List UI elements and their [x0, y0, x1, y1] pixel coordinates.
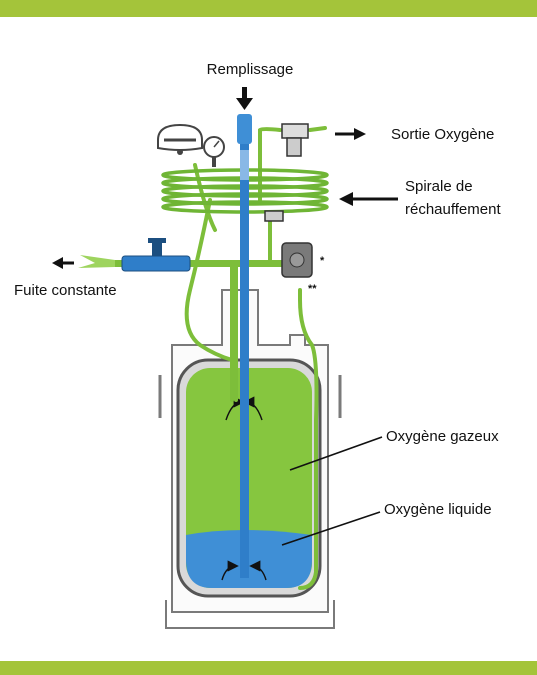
leak-pipe — [78, 255, 290, 268]
mark-single: * — [320, 255, 325, 267]
arrow-down-icon — [236, 87, 253, 110]
mark-double: ** — [308, 283, 317, 295]
leak-valve — [121, 238, 191, 272]
leader-liquid — [281, 511, 381, 546]
label-oxygen-outlet: Sortie Oxygène — [391, 126, 494, 143]
pressure-gauge-icon — [203, 136, 225, 167]
label-liquid-oxygen: Oxygène liquide — [384, 501, 492, 518]
bottom-band — [0, 661, 537, 675]
pressure-regulator-icon — [281, 242, 313, 278]
label-gaseous-oxygen: Oxygène gazeux — [386, 428, 499, 445]
label-filling: Remplissage — [207, 61, 294, 78]
arrow-left-icon — [339, 192, 398, 206]
arrow-left-icon — [52, 257, 74, 269]
leader-gaseous — [289, 436, 383, 471]
liquid-flow-arrows — [221, 560, 267, 581]
top-band — [0, 0, 537, 17]
valve-icon — [264, 123, 309, 222]
label-constant-leak: Fuite constante — [14, 282, 117, 299]
arrow-right-icon — [335, 128, 366, 140]
label-warming-coil-2: réchauffement — [405, 201, 501, 218]
label-warming-coil-1: Spirale de — [405, 178, 473, 195]
level-indicator-icon — [157, 123, 203, 155]
fill-tube — [237, 114, 252, 578]
